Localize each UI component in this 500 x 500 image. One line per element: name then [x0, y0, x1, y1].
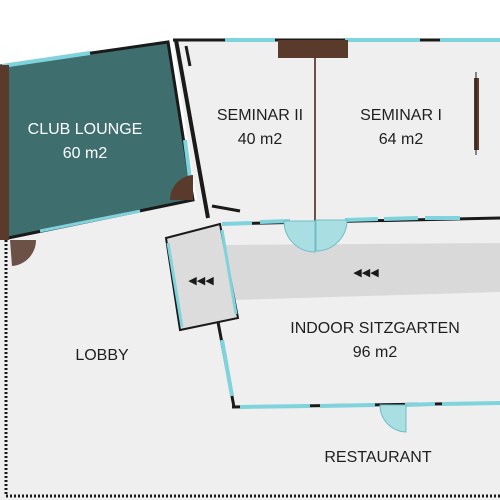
vestibule-arrows: ◀◀◀: [188, 274, 214, 287]
restaurant-label: RESTAURANT: [324, 446, 431, 470]
seminar-south-window-c: [344, 217, 379, 222]
seminar-1-name: SEMINAR I: [360, 107, 442, 124]
seminar-1-door: [315, 219, 348, 252]
seminar-wing-floor: [173, 40, 500, 240]
seminar-2-door: [283, 220, 316, 253]
sitzgarten-name: INDOOR SITZGARTEN: [290, 320, 460, 337]
seminar-2-label: SEMINAR II 40 m2: [217, 104, 303, 152]
lobby-label: LOBBY: [75, 344, 128, 368]
vestibule-glass-right: [220, 229, 238, 315]
club-lounge-name: CLUB LOUNGE: [27, 121, 143, 138]
club-lounge-window-top: [1, 51, 91, 68]
sitzgarten-south-window-b: [319, 403, 376, 408]
sitzgarten-area: 96 m2: [352, 344, 398, 361]
seminar-partition-top: [278, 40, 348, 58]
sitzgarten-label: INDOOR SITZGARTEN 96 m2: [290, 317, 460, 365]
club-lounge-area: 60 m2: [62, 145, 108, 162]
sitzgarten-south-window-a: [239, 404, 311, 409]
seminar-wing-west-wall-inner: [184, 45, 192, 67]
club-lounge-door-frame: [0, 65, 9, 240]
seminar-2-area: 40 m2: [237, 131, 283, 148]
vestibule-glass-left: [166, 242, 184, 328]
restaurant-name: RESTAURANT: [324, 449, 432, 466]
restaurant-door: [379, 404, 407, 433]
seminar-1-area: 64 m2: [378, 131, 424, 148]
seminar-wing-west-wall: [174, 39, 210, 219]
club-lounge-window-bottom: [39, 209, 141, 233]
corridor: [222, 243, 500, 300]
club-lounge-area: [0, 42, 193, 238]
sitzgarten-west-window: [220, 339, 234, 397]
corridor-arrows: ◀◀◀: [353, 266, 379, 279]
vestibule: [164, 222, 240, 332]
corridor-stub-wall: [211, 204, 241, 213]
seminar-south-window-a: [221, 221, 253, 226]
club-lounge-door-swing: [169, 175, 193, 200]
sitzgarten-south-window-d: [441, 401, 500, 406]
seminar-south-window-d: [383, 216, 419, 221]
lobby-name: LOBBY: [75, 347, 129, 364]
lobby-door-swing: [10, 240, 37, 266]
sitzgarten-south-window-c: [404, 402, 436, 407]
club-lounge-label: CLUB LOUNGE 60 m2: [28, 118, 143, 166]
seminar-2-name: SEMINAR II: [216, 107, 304, 124]
seminar-1-label: SEMINAR I 64 m2: [360, 104, 442, 152]
